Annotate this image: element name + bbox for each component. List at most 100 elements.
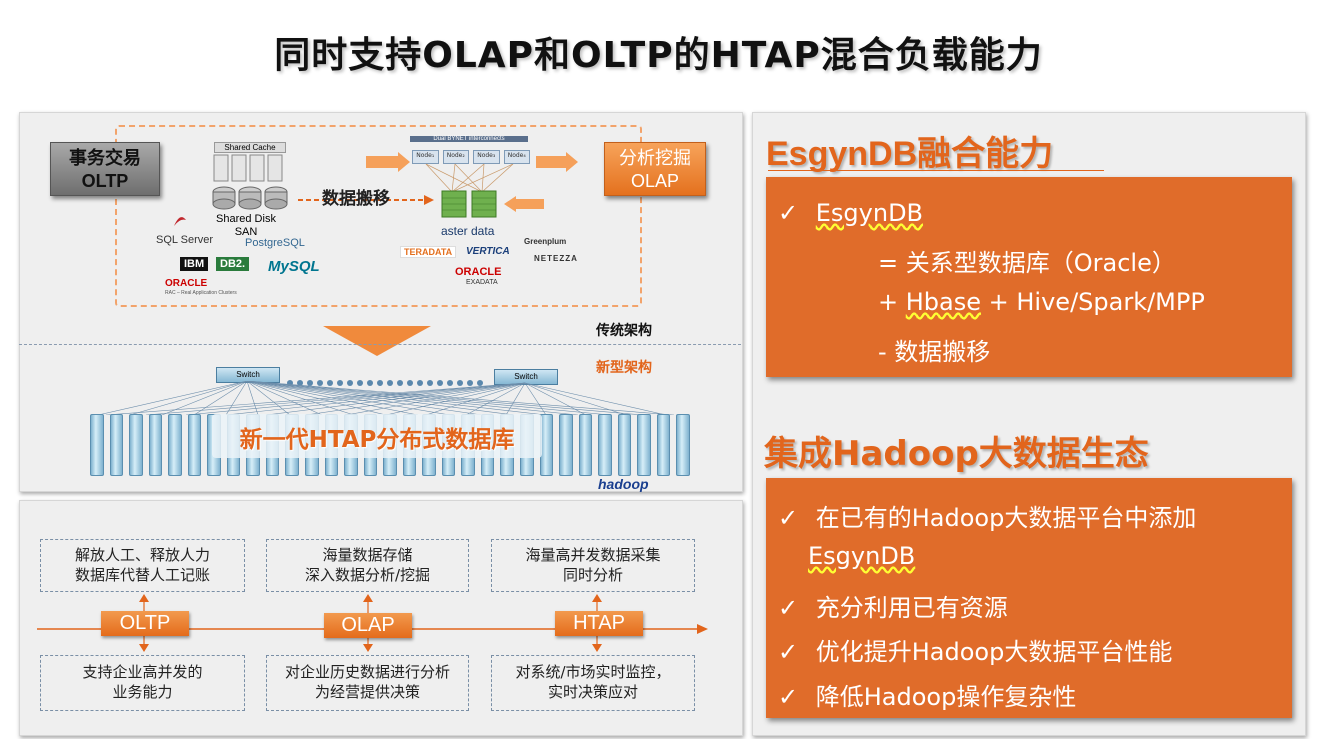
- oracle-exadata-logo: ORACLE: [455, 266, 502, 278]
- plus-hbase: Hbase: [905, 288, 982, 316]
- data-move-arrow: [296, 192, 436, 206]
- server-disk-icon: [598, 414, 612, 476]
- heading1-underline: [768, 170, 1104, 171]
- hadoop-box: ✓ 在已有的Hadoop大数据平台中添加 EsgynDB ✓ 充分利用已有资源 …: [766, 478, 1292, 718]
- oracle-rac-logo: ORACLE: [165, 278, 208, 289]
- shared-disk-label: Shared Disk: [216, 213, 276, 225]
- new-architecture-label: 新型架构: [596, 360, 652, 376]
- mpp-node: Node₁: [412, 150, 439, 164]
- mpp-node: Node₂: [442, 150, 469, 164]
- shared-disk-icon: [210, 182, 290, 214]
- server-disk-icon: [656, 414, 671, 476]
- postgresql-logo: PostgreSQL: [245, 237, 305, 249]
- server-disk-icon: [168, 414, 182, 476]
- oltp-top-box: 解放人工、释放人力 数据库代替人工记账: [40, 539, 245, 592]
- mpp-storage-icon: [440, 190, 500, 218]
- exadata-caption: EXADATA: [466, 279, 498, 286]
- server-disk-icon: [617, 414, 632, 476]
- esgyndb-plus-line: + Hbase + Hive/Spark/MPP: [878, 288, 1205, 316]
- olap-box-line1: 分析挖掘: [619, 148, 691, 169]
- check-icon: ✓: [778, 504, 799, 532]
- greenplum-logo: Greenplum: [524, 237, 567, 246]
- new-htap-db-label: 新一代HTAP分布式数据库: [239, 427, 515, 453]
- hadoop-item-4: ✓ 降低Hadoop操作复杂性: [778, 677, 1076, 712]
- vertica-logo: VERTICA: [466, 246, 510, 257]
- traditional-architecture-label: 传统架构: [596, 323, 652, 339]
- netezza-logo: NETEZZA: [534, 254, 578, 263]
- hadoop-item-3-text: 优化提升Hadoop大数据平台性能: [815, 638, 1173, 666]
- check-icon: ✓: [778, 638, 799, 666]
- olap-top-box: 海量数据存储 深入数据分析/挖掘: [266, 539, 469, 592]
- server-disk-icon: [676, 414, 690, 476]
- aster-data-logo: aster data: [441, 224, 495, 238]
- hadoop-heading: 集成Hadoop大数据生态: [764, 434, 1149, 474]
- olap-bottom-box: 对企业历史数据进行分析 为经营提供决策: [266, 655, 469, 711]
- htap-top-line2: 同时分析: [562, 566, 623, 584]
- down-arrow-icon: [323, 326, 431, 356]
- mysql-logo: MySQL: [268, 258, 320, 275]
- page-title: 同时支持OLAP和OLTP的HTAP混合负载能力: [274, 35, 1043, 76]
- server-disk-icon: [129, 414, 143, 476]
- plus-prefix: +: [878, 288, 906, 316]
- mpp-network-lines-icon: [412, 163, 530, 193]
- mpp-node: Node₃: [473, 150, 500, 164]
- olap-top-line1: 海量数据存储: [322, 546, 413, 564]
- olap-top-line2: 深入数据分析/挖掘: [304, 566, 431, 584]
- oltp-bottom-box: 支持企业高并发的 业务能力: [40, 655, 245, 711]
- esgyndb-heading: EsgynDB融合能力: [766, 135, 1054, 173]
- olap-box-line2: OLAP: [630, 171, 680, 191]
- server-disk-icon: [187, 414, 202, 476]
- mpp-nodes: Node₁ Node₂ Node₃ Node₄: [412, 150, 530, 164]
- server-disk-icon: [578, 414, 593, 476]
- sql-server-logo: SQL Server: [156, 234, 214, 246]
- oltp-bottom-line1: 支持企业高并发的: [82, 663, 203, 681]
- oltp-box-line1: 事务交易: [69, 148, 141, 169]
- shared-cache-label: Shared Cache: [214, 142, 286, 153]
- hadoop-item-1-text: 在已有的Hadoop大数据平台中添加: [815, 504, 1197, 532]
- htap-top-line1: 海量高并发数据采集: [525, 546, 661, 564]
- htap-bottom-line2: 实时决策应对: [547, 683, 638, 701]
- oltp-bottom-line2: 业务能力: [112, 683, 173, 701]
- sql-server-icon: [170, 210, 190, 230]
- left-orange-arrow-icon: [366, 152, 410, 172]
- switch-link-dots: [286, 372, 486, 386]
- server-disk-icon: [559, 414, 573, 476]
- oltp-box: 事务交易 OLTP: [50, 142, 160, 196]
- hadoop-item-2-text: 充分利用已有资源: [815, 594, 1008, 622]
- switch-fanout-lines-icon: [90, 380, 690, 416]
- db2-logo: DB2.: [216, 257, 250, 271]
- oltp-top-line1: 解放人工、释放人力: [74, 546, 210, 564]
- server-disk-icon: [637, 414, 651, 476]
- traditional-architecture-frame: [115, 125, 642, 307]
- server-disk-icon: [148, 414, 163, 476]
- mpp-node: Node₄: [503, 150, 530, 164]
- san-label: SAN: [234, 226, 258, 238]
- esgyndb-minus-line: - 数据搬移: [878, 338, 991, 366]
- plus-rest: + Hive/Spark/MPP: [981, 288, 1205, 316]
- teradata-logo: TERADATA: [400, 246, 457, 258]
- check-icon: ✓: [778, 199, 799, 227]
- esgyndb-eq-line: = 关系型数据库（Oracle）: [878, 249, 1176, 277]
- esgyndb-item-text: EsgynDB: [815, 199, 924, 227]
- shared-cache-servers-icon: [212, 153, 286, 183]
- olap-bottom-line2: 为经营提供决策: [314, 683, 420, 701]
- interconnect-label: Dual BYNET interconnects: [410, 136, 528, 142]
- olap-box: 分析挖掘 OLAP: [604, 142, 706, 196]
- esgyndb-box: ✓ EsgynDB = 关系型数据库（Oracle） + Hbase + Hiv…: [766, 177, 1292, 377]
- data-move-label: 数据搬移: [322, 189, 390, 209]
- esgyndb-item: ✓ EsgynDB: [778, 199, 923, 227]
- hadoop-logo: hadoop: [598, 476, 649, 492]
- oltp-box-line2: OLTP: [81, 171, 129, 191]
- small-orange-arrow-icon: [504, 196, 544, 212]
- separator-line: [19, 344, 741, 345]
- olap-bottom-line1: 对企业历史数据进行分析: [284, 663, 450, 681]
- ibm-logo: IBM: [180, 257, 209, 271]
- server-disk-icon: [109, 414, 124, 476]
- server-disk-icon: [90, 414, 104, 476]
- oltp-tag: OLTP: [101, 611, 189, 636]
- hadoop-item-3: ✓ 优化提升Hadoop大数据平台性能: [778, 632, 1172, 667]
- hadoop-item-4-text: 降低Hadoop操作复杂性: [815, 683, 1077, 711]
- hadoop-item-2: ✓ 充分利用已有资源: [778, 588, 1008, 623]
- check-icon: ✓: [778, 683, 799, 711]
- htap-bottom-box: 对系统/市场实时监控， 实时决策应对: [491, 655, 695, 711]
